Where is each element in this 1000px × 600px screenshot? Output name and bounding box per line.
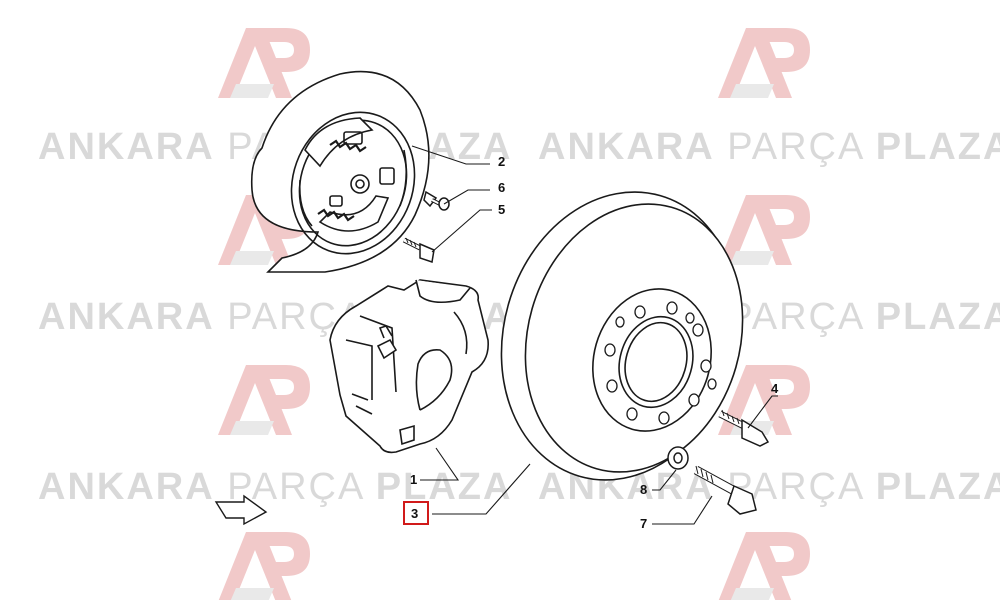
callout-5: 5 [498, 202, 505, 217]
ap-logo-icon [218, 532, 310, 600]
washer-part-8 [667, 446, 689, 470]
ap-logo-icon [718, 532, 810, 600]
callout-3-highlight-box [403, 501, 429, 525]
bolt-part-5 [402, 237, 435, 263]
callout-4: 4 [771, 381, 779, 396]
brake-disc [500, 191, 744, 481]
callout-3: 3 [411, 506, 418, 521]
leader-lines [411, 145, 778, 525]
stud-bolt-part-4 [718, 409, 770, 447]
watermark-row-3-right: ANKARA PARÇA PLAZA [538, 466, 1000, 508]
backing-plate [250, 70, 430, 273]
ap-logo-icon [218, 365, 310, 435]
ap-logo-icon [218, 28, 310, 98]
disc-bolt-holes [604, 301, 717, 425]
callout-7: 7 [640, 516, 647, 531]
watermark-row-1-right: ANKARA PARÇA PLAZA [538, 126, 1000, 168]
bolt-part-6 [423, 190, 450, 211]
brake-caliper [329, 279, 489, 454]
callout-1: 1 [410, 472, 417, 487]
callout-8: 8 [640, 482, 647, 497]
caliper-bolt-part-7 [693, 465, 757, 515]
ap-logo-icon [718, 28, 810, 98]
callout-6: 6 [498, 180, 505, 195]
ap-logo-icon [718, 195, 810, 265]
direction-arrow-icon [214, 494, 268, 526]
watermark-row-3-left: ANKARA PARÇA PLAZA [38, 466, 513, 508]
callout-2: 2 [498, 154, 505, 169]
